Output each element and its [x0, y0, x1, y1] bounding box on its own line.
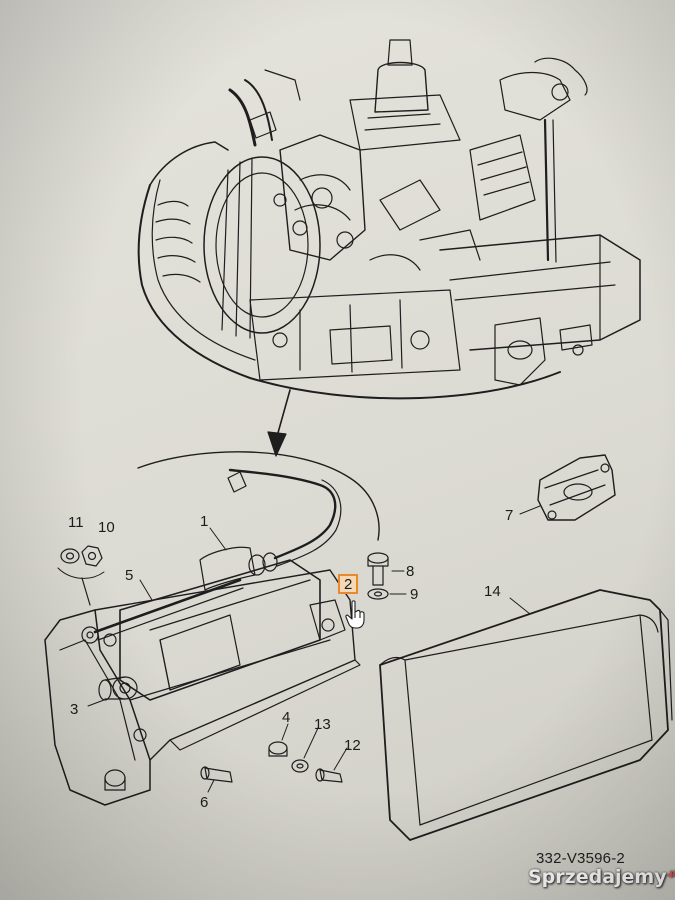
- part-washer-13: [291, 759, 309, 773]
- watermark-logo: Sprzedajemy.pl: [528, 866, 675, 888]
- watermark-text: Sprzedajemy: [528, 866, 667, 888]
- detail-leader: [275, 389, 291, 441]
- part-nut-10: [81, 545, 103, 567]
- part-spacer-4: [268, 741, 288, 757]
- detail-arc: [137, 451, 380, 541]
- callout-11: 11: [68, 514, 84, 531]
- document-number: 332-V3596-2: [536, 850, 625, 867]
- callout-2-highlighted[interactable]: 2: [338, 574, 359, 594]
- part-bolt-8: [367, 552, 389, 586]
- machine-overview: [137, 39, 641, 400]
- watermark-suffix: .pl: [666, 868, 675, 878]
- part-pin-6: [200, 766, 233, 783]
- part-clamp-7: [537, 454, 616, 521]
- callout-4: 4: [282, 709, 291, 726]
- part-washer-9: [367, 588, 389, 600]
- callout-6: 6: [200, 794, 209, 811]
- callout-7: 7: [505, 507, 514, 524]
- callout-8: 8: [406, 563, 415, 580]
- callout-9: 9: [410, 586, 419, 603]
- pointer-hand-icon: [345, 600, 365, 629]
- callout-1: 1: [200, 513, 209, 530]
- callout-3: 3: [70, 701, 79, 718]
- callout-13: 13: [314, 716, 331, 733]
- leader-arrowhead: [267, 431, 287, 457]
- group-bracket-10-11: [57, 567, 105, 579]
- reservoir-assembly: [44, 468, 361, 806]
- callout-leaders: [87, 505, 541, 793]
- callout-5: 5: [125, 567, 134, 584]
- callout-14: 14: [484, 583, 501, 600]
- part-bolt-12: [315, 768, 343, 783]
- callout-12: 12: [344, 737, 361, 754]
- leader-10-11: [81, 577, 91, 606]
- part-cover-14: [379, 589, 673, 841]
- part-washer-11: [60, 548, 80, 564]
- callout-10: 10: [98, 519, 115, 536]
